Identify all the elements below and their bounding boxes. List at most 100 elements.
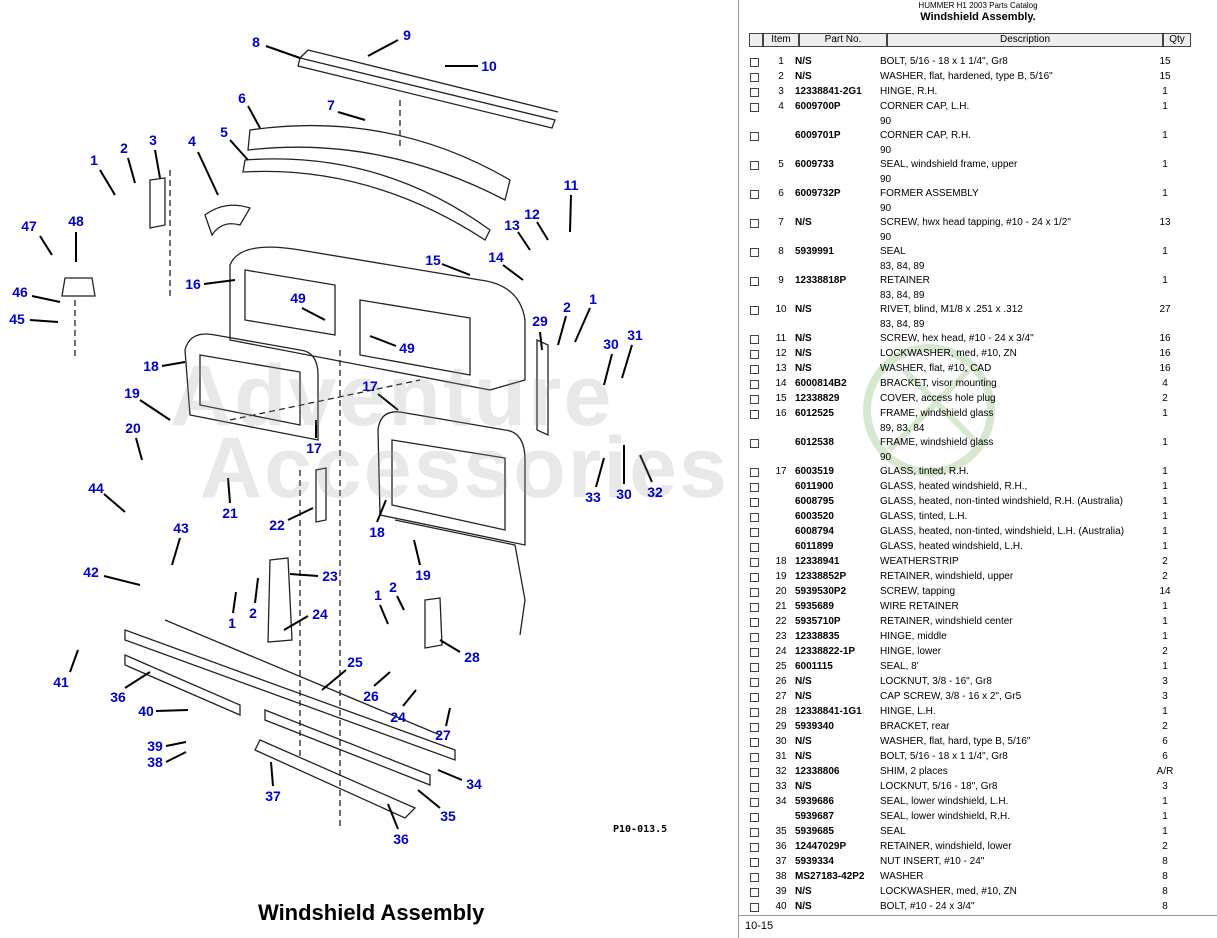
row-checkbox[interactable] [750, 277, 759, 286]
row-checkbox[interactable] [750, 768, 759, 777]
item-cell: 28 [775, 706, 787, 717]
model-year-note: 90 [880, 232, 892, 243]
item-cell: 7 [778, 217, 784, 228]
description-cell: GLASS, heated, non-tinted windshield, R.… [880, 496, 1123, 507]
callout-label: 4 [188, 133, 196, 149]
row-checkbox[interactable] [750, 603, 759, 612]
row-checkbox[interactable] [750, 633, 759, 642]
row-checkbox[interactable] [750, 693, 759, 702]
callout-label: 29 [532, 313, 548, 329]
part-no-cell: 6009733 [795, 159, 834, 170]
part-no-cell: 5939687 [795, 811, 834, 822]
callout-label: 19 [124, 385, 140, 401]
row-checkbox[interactable] [750, 161, 759, 170]
row-checkbox[interactable] [750, 588, 759, 597]
row-checkbox[interactable] [750, 248, 759, 257]
qty-cell: 14 [1159, 586, 1171, 597]
callout-label: 18 [143, 358, 159, 374]
row-checkbox[interactable] [750, 190, 759, 199]
qty-cell: 1 [1162, 246, 1168, 257]
row-checkbox[interactable] [750, 648, 759, 657]
callout-label: 12 [524, 206, 540, 222]
callout-label: 44 [88, 480, 104, 496]
row-checkbox[interactable] [750, 708, 759, 717]
row-checkbox[interactable] [750, 58, 759, 67]
description-cell: GLASS, heated windshield, R.H., [880, 481, 1028, 492]
row-checkbox[interactable] [750, 380, 759, 389]
row-checkbox[interactable] [750, 888, 759, 897]
row-checkbox[interactable] [750, 103, 759, 112]
description-cell: FRAME, windshield glass [880, 408, 994, 419]
part-no-cell: 12338941 [795, 556, 840, 567]
row-checkbox[interactable] [750, 573, 759, 582]
item-cell: 1 [778, 56, 784, 67]
row-checkbox[interactable] [750, 350, 759, 359]
description-cell: HINGE, R.H. [880, 86, 938, 97]
description-cell: SEAL [880, 246, 906, 257]
row-checkbox[interactable] [750, 219, 759, 228]
table-row-note: 83, 84, 89 [749, 288, 1211, 302]
row-checkbox[interactable] [750, 395, 759, 404]
row-checkbox[interactable] [750, 903, 759, 912]
item-cell: 3 [778, 86, 784, 97]
qty-cell: 1 [1162, 466, 1168, 477]
row-checkbox[interactable] [750, 738, 759, 747]
row-checkbox[interactable] [750, 663, 759, 672]
row-checkbox[interactable] [750, 753, 759, 762]
part-no-cell: 12338822-1P [795, 646, 856, 657]
row-checkbox[interactable] [750, 365, 759, 374]
item-cell: 16 [775, 408, 787, 419]
callout-label: 2 [249, 605, 257, 621]
item-cell: 33 [775, 781, 787, 792]
row-checkbox[interactable] [750, 813, 759, 822]
part-no-cell: N/S [795, 886, 812, 897]
table-row-note: 90 [749, 450, 1211, 464]
qty-cell: 15 [1159, 71, 1171, 82]
description-cell: SCREW, tapping [880, 586, 956, 597]
callout-label: 27 [435, 727, 451, 743]
row-checkbox[interactable] [750, 723, 759, 732]
row-checkbox[interactable] [750, 498, 759, 507]
row-checkbox[interactable] [750, 858, 759, 867]
row-checkbox[interactable] [750, 132, 759, 141]
row-checkbox[interactable] [750, 873, 759, 882]
row-checkbox[interactable] [750, 798, 759, 807]
row-checkbox[interactable] [750, 843, 759, 852]
row-checkbox[interactable] [750, 618, 759, 627]
row-checkbox[interactable] [750, 468, 759, 477]
part-no-cell: N/S [795, 751, 812, 762]
row-checkbox[interactable] [750, 558, 759, 567]
row-checkbox[interactable] [750, 306, 759, 315]
qty-cell: 1 [1162, 541, 1168, 552]
part-no-cell: N/S [795, 333, 812, 344]
row-checkbox[interactable] [750, 513, 759, 522]
row-checkbox[interactable] [750, 783, 759, 792]
part-no-cell: 12338818P [795, 275, 847, 286]
callout-label: 49 [399, 340, 415, 356]
callout-label: 14 [488, 249, 504, 265]
row-checkbox[interactable] [750, 439, 759, 448]
row-checkbox[interactable] [750, 483, 759, 492]
row-checkbox[interactable] [750, 73, 759, 82]
row-checkbox[interactable] [750, 828, 759, 837]
description-cell: SEAL [880, 826, 906, 837]
qty-cell: 1 [1162, 706, 1168, 717]
row-checkbox[interactable] [750, 678, 759, 687]
description-cell: WASHER, flat, hard, type B, 5/16" [880, 736, 1031, 747]
callout-label: 15 [425, 252, 441, 268]
description-cell: GLASS, heated windshield, L.H. [880, 541, 1023, 552]
row-checkbox[interactable] [750, 528, 759, 537]
row-checkbox[interactable] [750, 335, 759, 344]
callout-label: 25 [347, 654, 363, 670]
row-checkbox[interactable] [750, 88, 759, 97]
row-checkbox[interactable] [750, 410, 759, 419]
row-checkbox[interactable] [750, 543, 759, 552]
